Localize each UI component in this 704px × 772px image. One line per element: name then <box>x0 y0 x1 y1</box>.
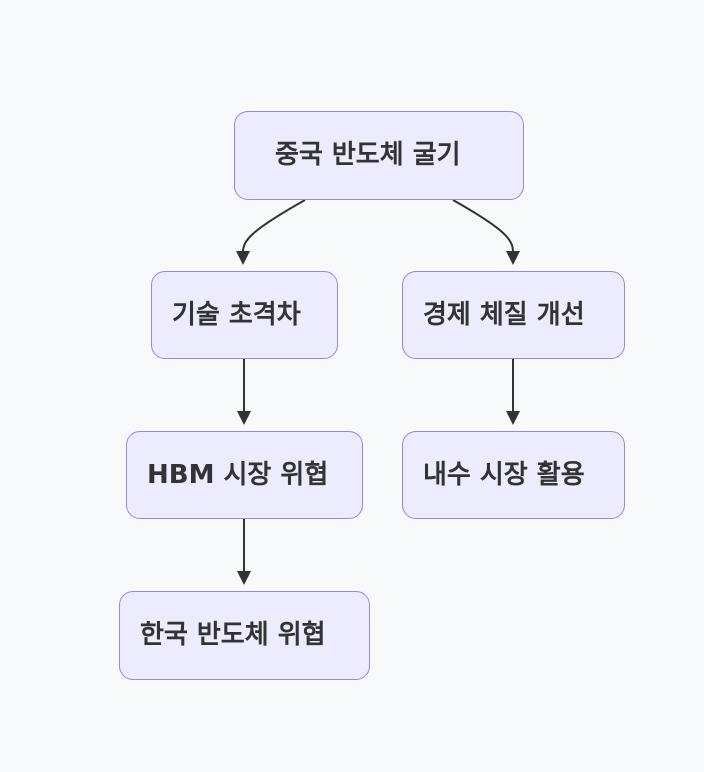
node-econ: 경제 체질 개선 <box>402 271 625 359</box>
node-dom-label: 내수 시장 활용 <box>423 460 585 490</box>
node-hbm-label: HBM 시장 위협 <box>147 460 329 490</box>
arrowhead-econ-to-dom <box>506 411 520 425</box>
node-econ-label: 경제 체질 개선 <box>423 300 585 330</box>
node-dom: 내수 시장 활용 <box>402 431 625 519</box>
node-kr: 한국 반도체 위협 <box>119 591 370 680</box>
node-kr-label: 한국 반도체 위협 <box>140 620 326 650</box>
node-root: 중국 반도체 굴기 <box>234 111 524 200</box>
arrowhead-root-to-tech <box>236 251 250 265</box>
node-tech: 기술 초격차 <box>151 271 338 359</box>
node-root-label: 중국 반도체 굴기 <box>275 140 461 170</box>
arrowhead-hbm-to-kr <box>237 571 251 585</box>
node-hbm: HBM 시장 위협 <box>126 431 363 519</box>
arrowhead-root-to-econ <box>506 251 520 265</box>
edge-root-to-tech <box>242 199 306 253</box>
edge-root-to-econ <box>452 199 514 253</box>
arrowhead-tech-to-hbm <box>237 411 251 425</box>
node-tech-label: 기술 초격차 <box>172 300 301 330</box>
